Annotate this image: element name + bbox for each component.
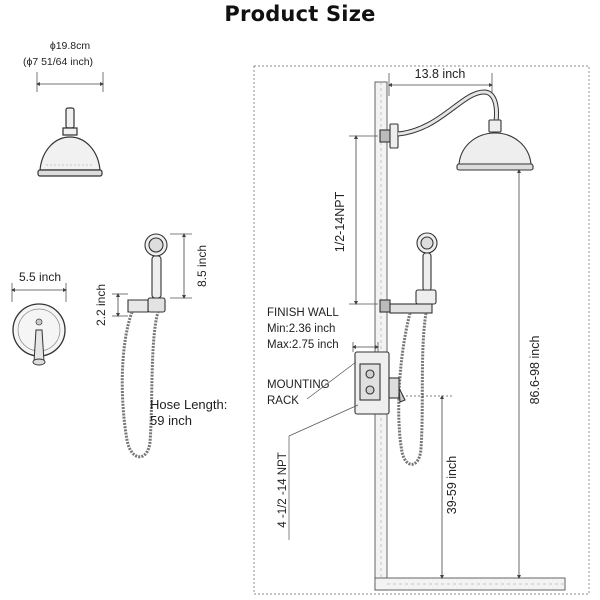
mounting-rack-label-2: RACK: [267, 395, 299, 407]
arm-reach-label: 13.8 inch: [415, 67, 466, 81]
head-diameter-inch: (ϕ7 51/64 inch): [23, 56, 93, 68]
mounting-rack-label-1: MOUNTING: [267, 379, 330, 391]
valve-trim-detail: 5.5 inch: [11, 270, 67, 366]
trim-plate-icon: [12, 303, 66, 366]
head-diameter-cm: ϕ19.8cm: [50, 40, 91, 52]
installed-hand-shower-icon: [379, 232, 438, 314]
installation-frame: [253, 65, 590, 595]
shower-arm-icon: [379, 89, 534, 171]
hand-shower-detail: 8.5 inch 2.2 inch Hose Length: 59 inch: [94, 233, 227, 459]
hand-shower-icon: [127, 233, 168, 313]
holder-height-label: 2.2 inch: [94, 284, 108, 326]
inlet-thread-label: 4 -1/2 -14 NPT: [277, 452, 289, 527]
hose-length-label: Hose Length:: [150, 397, 227, 412]
arm-thread-label: 1/2-14NPT: [333, 191, 347, 252]
finish-wall-min: Min:2.36 inch: [267, 323, 335, 335]
finish-wall-max: Max:2.75 inch: [267, 339, 339, 351]
hand-shower-height-label: 8.5 inch: [195, 245, 209, 287]
hose-length-value: 59 inch: [150, 413, 192, 428]
shower-head-icon: [37, 107, 103, 177]
head-height-label: 86.6-98 inch: [528, 336, 542, 405]
finish-wall-label: FINISH WALL: [267, 307, 339, 319]
shower-head-detail: ϕ19.8cm (ϕ7 51/64 inch): [23, 40, 104, 177]
wall-icon: [374, 81, 566, 591]
installation-diagram: 13.8 inch 1/2-14NPT: [253, 65, 590, 595]
valve-height-label: 39-59 inch: [445, 456, 459, 514]
hose-icon: [120, 311, 160, 459]
installed-hose-icon: [397, 312, 428, 466]
trim-width-label: 5.5 inch: [19, 270, 61, 284]
page-title: Product Size: [224, 2, 376, 26]
valve-body-icon: [354, 351, 406, 415]
